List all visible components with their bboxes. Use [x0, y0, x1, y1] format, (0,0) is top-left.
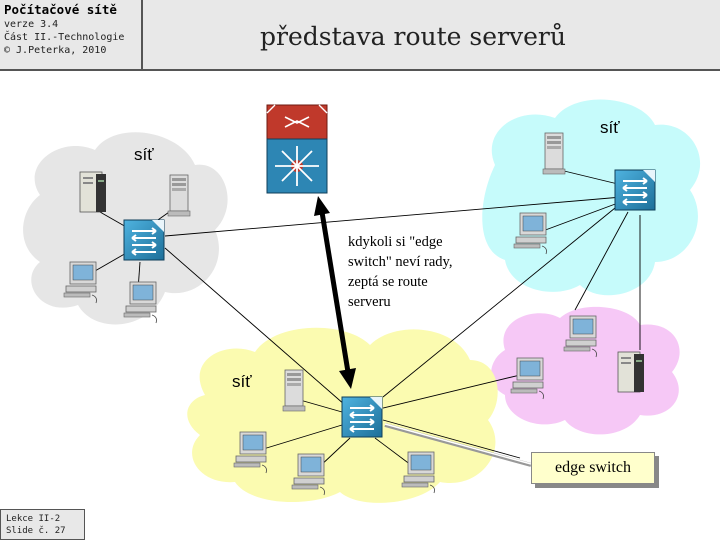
annotation-line-2: switch" neví rady,	[348, 254, 452, 270]
course-version: verze 3.4	[4, 19, 59, 30]
annotation-line-4: serveru	[348, 294, 391, 310]
links	[87, 169, 641, 469]
query-arrow	[314, 196, 356, 389]
slide-footer: Lekce II-2 Slide č. 27	[0, 509, 85, 540]
course-title: Počítačové sítě	[4, 2, 117, 17]
switch-left-icon	[123, 219, 165, 261]
course-info-box: Počítačové sítě verze 3.4 Část II.-Techn…	[0, 0, 143, 71]
edge-switch-icon	[341, 396, 383, 438]
route-server-icon	[266, 104, 328, 194]
network-label-left: síť	[134, 145, 154, 164]
cloud-pink	[491, 306, 680, 435]
cloud-top-right	[482, 99, 701, 296]
server-icon	[282, 369, 306, 412]
network-label-bottom: síť	[232, 372, 252, 391]
edge-switch-label: edge switch	[531, 452, 655, 484]
server-icon	[167, 174, 191, 217]
slide-number: Slide č. 27	[6, 526, 66, 536]
course-part: Část II.-Technologie	[4, 32, 125, 43]
annotation-line-1: kdykoli si "edge	[348, 234, 443, 250]
title-bar	[143, 0, 720, 71]
callout-line	[384, 423, 532, 467]
lesson-label: Lekce II-2	[6, 514, 61, 524]
slide-title: představa route serverů	[260, 22, 566, 51]
server-icon	[617, 351, 645, 393]
server-icon	[79, 171, 107, 213]
network-label-right: síť	[600, 118, 620, 137]
switch-right-icon	[614, 169, 656, 211]
server-icon	[542, 132, 566, 175]
annotation-line-3: zeptá se route	[348, 274, 428, 290]
callout-line-inner	[384, 423, 532, 465]
course-copyright: © J.Peterka, 2010	[4, 45, 107, 56]
